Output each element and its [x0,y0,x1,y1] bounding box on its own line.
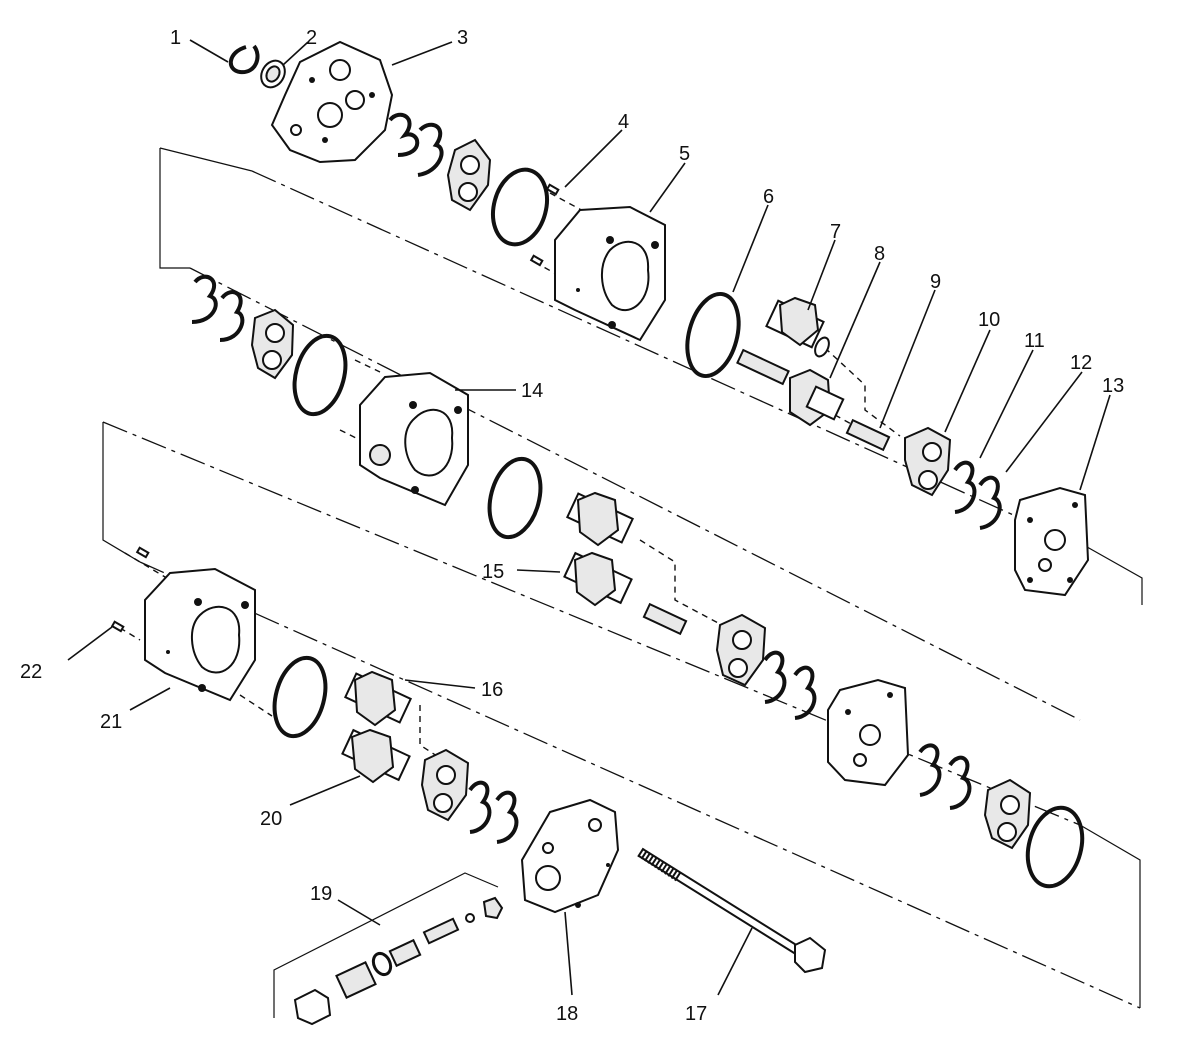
callout-17: 17 [685,1003,707,1025]
assembly-bracket-lines [102,147,1143,1018]
callout-6: 6 [763,186,774,208]
seal-set-lower-middle [763,650,817,720]
leader-lines [67,39,1111,996]
rear-plate-part-13 [1014,486,1090,597]
callout-13: 13 [1102,375,1124,397]
callout-21: 21 [100,711,122,733]
end-cover-part-18 [520,798,620,914]
shaft-seal-part-2 [260,59,286,89]
gear-housing-part-5 [554,205,666,342]
drive-shaft-part-8 [736,348,845,427]
wear-plate-middle [250,308,295,380]
callout-7: 7 [830,221,841,243]
snap-ring-part-1 [229,44,260,75]
drive-gear-part-7 [765,296,830,358]
dowel-pin-part-4 [529,183,560,267]
callout-14: 14 [521,380,543,402]
o-ring-right [1025,805,1085,889]
assembly-center-lines [102,170,1141,1009]
spring-middle [642,602,688,636]
o-ring-top [491,167,549,247]
seal-part-11 [953,460,977,514]
callout-20: 20 [260,808,282,830]
gear-housing-part-14 [359,371,469,507]
wear-plate-part-10 [904,426,952,497]
callout-1: 1 [170,27,181,49]
wear-plate-lower-middle [715,613,767,687]
callout-19: 19 [310,883,332,905]
callout-2: 2 [306,27,317,49]
dowel-pin-part-22 [110,546,150,633]
wear-plate-top [446,138,492,212]
relief-valve-kit-part-19 [293,896,504,1026]
callout-9: 9 [930,271,941,293]
callout-3: 3 [457,27,468,49]
seal-set-middle [191,274,245,342]
callout-4: 4 [618,111,629,133]
gear-part-16 [343,670,413,727]
front-cover-part-3 [270,40,394,164]
o-ring-part-6 [685,291,741,379]
callout-8: 8 [874,243,885,265]
through-bolt-part-17 [637,847,827,974]
rear-housing-part-21 [144,567,256,702]
callout-11: 11 [1024,330,1045,352]
wear-plate-lower [420,748,470,822]
callout-16: 16 [481,679,503,701]
callout-5: 5 [679,143,690,165]
seal-part-12 [978,475,1002,530]
gear-part-20 [341,728,411,784]
seal-set-lower [468,780,519,844]
callout-10: 10 [978,309,1000,331]
callout-12: 12 [1070,352,1092,374]
o-ring-lower [272,655,328,739]
seal-set-right [918,743,972,810]
callout-22: 22 [20,661,42,683]
callout-labels: 1 2 3 4 5 6 7 8 9 10 11 12 13 14 15 16 1… [20,27,1124,1025]
callout-18: 18 [556,1003,578,1025]
seal-set-top [388,112,444,177]
wear-plate-right [983,778,1032,850]
o-ring-lower-middle [487,456,543,540]
spring-part-9 [845,418,891,452]
callout-15: 15 [482,561,504,583]
o-ring-middle [292,333,348,417]
plate-lower-middle [827,678,910,787]
gear-part-15 [563,491,635,607]
